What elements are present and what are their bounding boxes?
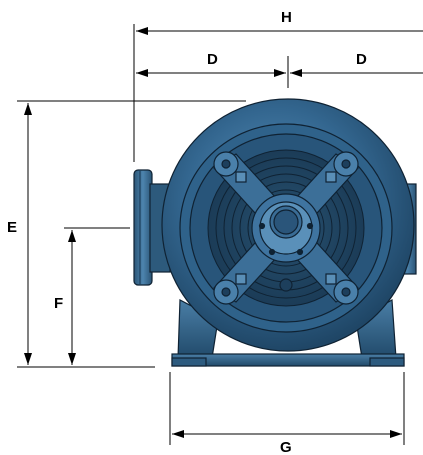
dimension-d-left-label: D <box>207 51 218 68</box>
extension-lines <box>17 24 405 445</box>
dimension-f-label: F <box>54 295 63 312</box>
pump-base-plate <box>171 353 405 367</box>
dimension-f: F <box>54 230 76 365</box>
dimension-h: H <box>136 9 423 35</box>
dimension-d-left: D <box>136 51 286 77</box>
dimension-e-label: E <box>7 219 17 236</box>
dimension-h-label: H <box>281 9 292 26</box>
dimension-g: G <box>172 430 402 455</box>
dimension-d-right: D <box>290 51 423 77</box>
dimension-e: E <box>7 103 32 365</box>
dimension-g-label: G <box>280 439 292 455</box>
pump-illustration <box>133 98 417 367</box>
dimension-d-right-label: D <box>356 51 367 68</box>
pump-hub <box>251 193 321 292</box>
